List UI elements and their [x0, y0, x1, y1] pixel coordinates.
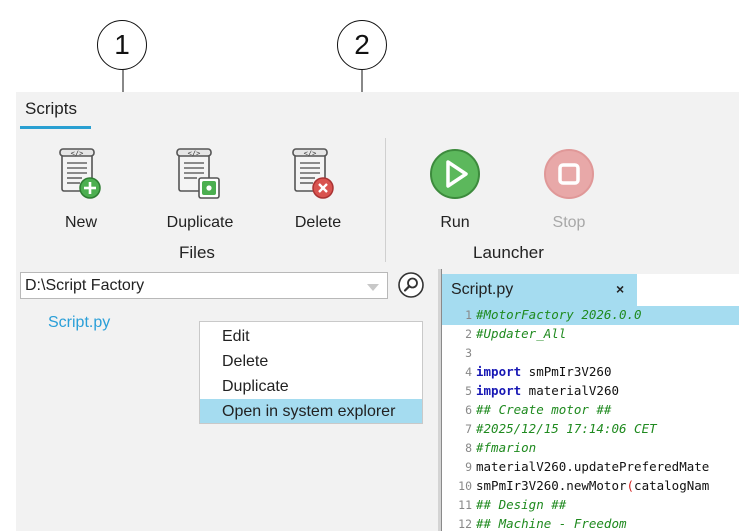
line-text: ## Machine - Freedom: [476, 516, 627, 531]
file-item-script-py[interactable]: Script.py: [48, 314, 111, 331]
delete-button[interactable]: </> Delete: [277, 148, 359, 238]
delete-script-icon: </>: [292, 148, 334, 199]
new-script-icon: </>: [59, 148, 101, 199]
line-number: 5: [465, 384, 472, 398]
code-line: 7 #2025/12/15 17:14:06 CET: [442, 420, 739, 439]
callout-2: 2: [337, 20, 387, 70]
line-number: 4: [465, 365, 472, 379]
code-line: 1 #MotorFactory 2026.0.0: [442, 306, 739, 325]
line-number: 1: [465, 308, 472, 322]
line-number: 12: [458, 517, 472, 531]
line-number: 3: [465, 346, 472, 360]
line-number: 8: [465, 441, 472, 455]
new-button[interactable]: </> New: [40, 148, 122, 238]
run-label: Run: [440, 214, 470, 231]
line-text: #fmarion: [476, 440, 537, 455]
delete-label: Delete: [294, 214, 342, 231]
code-line: 9 materialV260.updatePreferedMate: [442, 458, 739, 477]
editor-tab-label: Script.py: [451, 281, 514, 298]
line-text: #MotorFactory 2026.0.0: [476, 307, 642, 322]
line-text: materialV260.updatePreferedMate: [476, 459, 710, 474]
line-text: ## Design ##: [476, 497, 567, 512]
code-line: 10 smPmIr3V260.newMotor(catalogNam: [442, 477, 739, 496]
code-editor[interactable]: Script.py × 1 #MotorFactory 2026.0.0 2 #…: [442, 274, 739, 531]
context-menu-delete-label: Delete: [222, 353, 269, 370]
stop-label: Stop: [552, 214, 586, 231]
callout-1: 1: [97, 20, 147, 70]
line-text: ## Create motor ##: [476, 402, 612, 417]
editor-splitter-edge: [441, 269, 442, 531]
code-line: 4 import smPmIr3V260: [442, 363, 739, 382]
stop-button: Stop: [528, 148, 610, 238]
keyword: import: [476, 383, 522, 398]
context-menu-open-in-explorer[interactable]: Open in system explorer: [200, 399, 422, 423]
context-menu-edit-label: Edit: [222, 328, 250, 345]
paren: (: [626, 478, 635, 493]
close-icon[interactable]: ×: [616, 281, 625, 297]
code-line: 11 ## Design ##: [442, 496, 739, 515]
duplicate-button[interactable]: </> Duplicate: [159, 148, 241, 238]
code-line: 2 #Updater_All: [442, 325, 739, 344]
tab-scripts[interactable]: Scripts: [25, 99, 77, 118]
context-menu-edit[interactable]: Edit: [200, 324, 422, 348]
code-line: 12 ## Machine - Freedom: [442, 515, 739, 531]
line-number: 6: [465, 403, 472, 417]
context-menu-open-in-explorer-label: Open in system explorer: [222, 403, 396, 420]
editor-splitter[interactable]: [438, 269, 441, 531]
script-folder-select[interactable]: D:\Script Factory: [20, 272, 388, 299]
editor-tab-script-py[interactable]: Script.py ×: [442, 274, 637, 306]
browse-folder-button[interactable]: [398, 272, 424, 298]
line-number: 11: [458, 498, 472, 512]
launcher-group-label: Launcher: [473, 243, 544, 262]
svg-text:</>: </>: [71, 150, 84, 158]
code-line: 8 #fmarion: [442, 439, 739, 458]
context-menu-duplicate[interactable]: Duplicate: [200, 374, 422, 398]
ribbon-separator: [385, 138, 386, 262]
duplicate-script-icon: </>: [176, 148, 220, 199]
line-text: #Updater_All: [476, 326, 567, 341]
run-button[interactable]: Run: [414, 148, 496, 238]
script-folder-path: D:\Script Factory: [25, 277, 145, 294]
code-line: 3: [442, 344, 739, 363]
context-menu-delete[interactable]: Delete: [200, 349, 422, 373]
line-number: 9: [465, 460, 472, 474]
line-text: #2025/12/15 17:14:06 CET: [476, 421, 657, 436]
tab-active-indicator: [20, 126, 91, 129]
app-window: Scripts </> New </>: [16, 92, 739, 531]
stop-icon: [544, 149, 594, 199]
files-group-label: Files: [179, 243, 215, 262]
line-text-rest: catalogNam: [634, 478, 710, 493]
play-icon: [430, 149, 480, 199]
line-text: materialV260: [521, 383, 619, 398]
context-menu-duplicate-label: Duplicate: [222, 378, 289, 395]
line-number: 10: [458, 479, 472, 493]
context-menu: Edit Delete Duplicate Open in system exp…: [199, 321, 423, 424]
line-text: smPmIr3V260: [521, 364, 612, 379]
line-number: 2: [465, 327, 472, 341]
code-line: 6 ## Create motor ##: [442, 401, 739, 420]
line-text: smPmIr3V260.newMotor: [476, 478, 627, 493]
new-label: New: [64, 214, 97, 231]
svg-text:</>: </>: [188, 150, 201, 158]
keyword: import: [476, 364, 522, 379]
search-icon: [398, 272, 424, 298]
code-line: 5 import materialV260: [442, 382, 739, 401]
duplicate-label: Duplicate: [166, 214, 234, 231]
chevron-down-icon[interactable]: [367, 284, 379, 291]
svg-text:</>: </>: [304, 150, 317, 158]
line-number: 7: [465, 422, 472, 436]
